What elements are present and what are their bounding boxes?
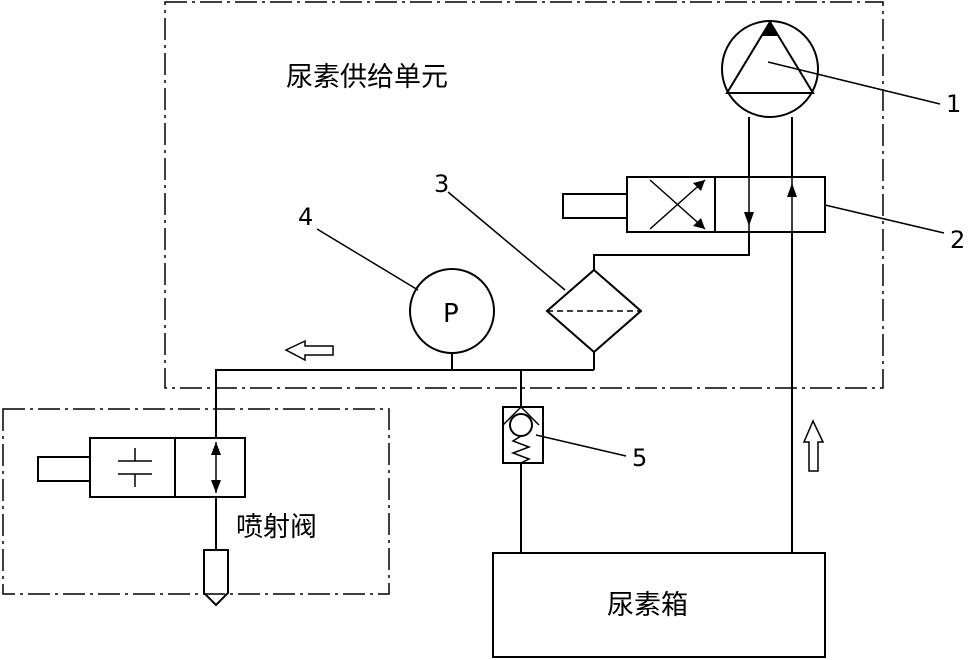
- filter-symbol: [545, 268, 643, 354]
- pressure-sensor: P: [409, 268, 495, 370]
- injection-valve-actuator: [37, 456, 91, 482]
- flow-arrow-left: [284, 339, 334, 362]
- supply-unit-boundary: [164, 1, 884, 389]
- nozzle: [203, 549, 229, 607]
- check-valve: [502, 405, 544, 464]
- valve-actuator: [562, 193, 628, 219]
- urea-tank: [492, 552, 826, 658]
- leader-line-3: [447, 191, 566, 291]
- injection-valve-boundary: [2, 408, 390, 595]
- injection-valve-label: 喷射阀: [236, 512, 317, 543]
- leader-line-4: [316, 228, 419, 291]
- callout-4: 4: [298, 203, 313, 231]
- main-supply-line: [215, 369, 594, 438]
- leader-line-1: [767, 61, 941, 105]
- leader-line-5: [535, 434, 627, 457]
- callout-1: 1: [946, 90, 961, 118]
- pressure-symbol: P: [443, 299, 459, 329]
- flow-arrow-up: [802, 419, 825, 472]
- directional-valve: [562, 176, 826, 233]
- callout-3: 3: [434, 170, 449, 198]
- pump-symbol: [721, 20, 819, 118]
- urea-tank-label: 尿素箱: [607, 590, 688, 621]
- leader-line-2: [824, 204, 945, 234]
- supply-unit-label: 尿素供给单元: [286, 62, 448, 93]
- valve-to-filter-line: [593, 232, 750, 270]
- callout-5: 5: [632, 444, 647, 472]
- injection-valve-symbol: [37, 437, 246, 498]
- callout-2: 2: [950, 226, 965, 254]
